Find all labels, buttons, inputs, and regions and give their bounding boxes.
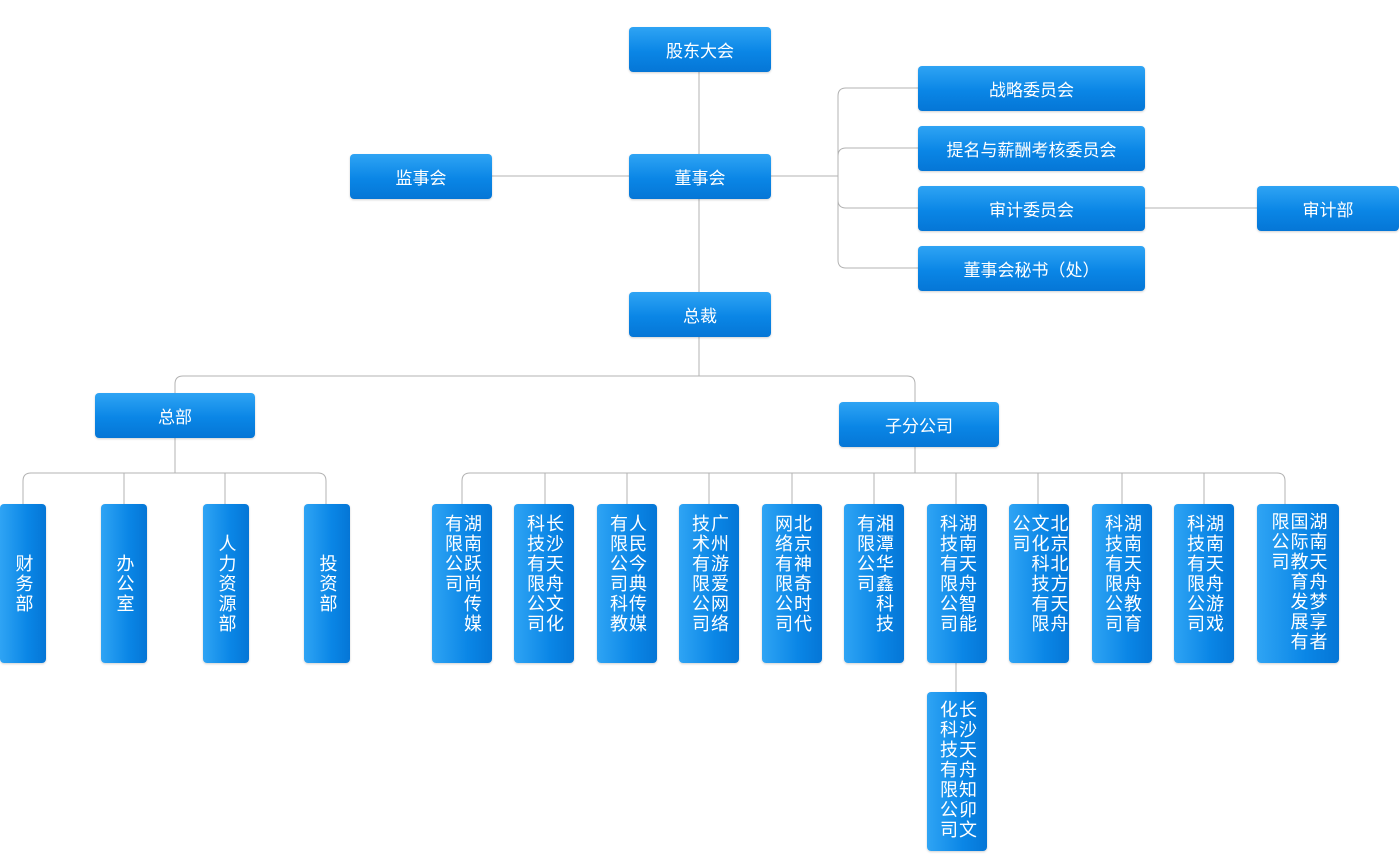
nomination-committee-box[interactable]: 提名与薪酬考核委员会 — [918, 126, 1145, 171]
board-secretary-box[interactable]: 董事会秘书（处） — [918, 246, 1145, 291]
subsidiary-company-4[interactable]: 广州游爱网络技术有限公司 — [679, 504, 739, 663]
subsidiary-child-company[interactable]: 长沙天舟知卯文化科技有限公司 — [927, 692, 987, 851]
subsidiary-company-1[interactable]: 湖南跃尚传媒有限公司 — [432, 504, 492, 663]
audit-department-box[interactable]: 审计部 — [1257, 186, 1399, 231]
shareholders-meeting-box[interactable]: 股东大会 — [629, 27, 771, 72]
strategy-committee-box[interactable]: 战略委员会 — [918, 66, 1145, 111]
audit-committee-box[interactable]: 审计委员会 — [918, 186, 1145, 231]
hq-dept-investment[interactable]: 投资部 — [304, 504, 350, 663]
hq-dept-finance[interactable]: 财务部 — [0, 504, 46, 663]
board-of-directors-box[interactable]: 董事会 — [629, 154, 771, 199]
hq-dept-office[interactable]: 办公室 — [101, 504, 147, 663]
subsidiary-company-5[interactable]: 北京神奇时代网络有限公司 — [762, 504, 822, 663]
subsidiary-company-11[interactable]: 湖南天舟梦享者国际教育发展有限公司 — [1257, 504, 1339, 663]
subsidiary-company-8[interactable]: 北京北方天舟文化科技有限公司 — [1009, 504, 1069, 663]
supervisory-board-box[interactable]: 监事会 — [350, 154, 492, 199]
subsidiary-company-10[interactable]: 湖南天舟游戏科技有限公司 — [1174, 504, 1234, 663]
hq-dept-hr[interactable]: 人力资源部 — [203, 504, 249, 663]
subsidiaries-box[interactable]: 子分公司 — [839, 402, 999, 447]
subsidiary-company-7[interactable]: 湖南天舟智能科技有限公司 — [927, 504, 987, 663]
headquarters-box[interactable]: 总部 — [95, 393, 255, 438]
subsidiary-company-2[interactable]: 长沙天舟文化科技有限公司 — [514, 504, 574, 663]
subsidiary-company-3[interactable]: 人民今典传媒有限公司科教 — [597, 504, 657, 663]
subsidiary-company-6[interactable]: 湘潭华鑫科技有限公司 — [844, 504, 904, 663]
president-box[interactable]: 总裁 — [629, 292, 771, 337]
subsidiary-company-9[interactable]: 湖南天舟教育科技有限公司 — [1092, 504, 1152, 663]
